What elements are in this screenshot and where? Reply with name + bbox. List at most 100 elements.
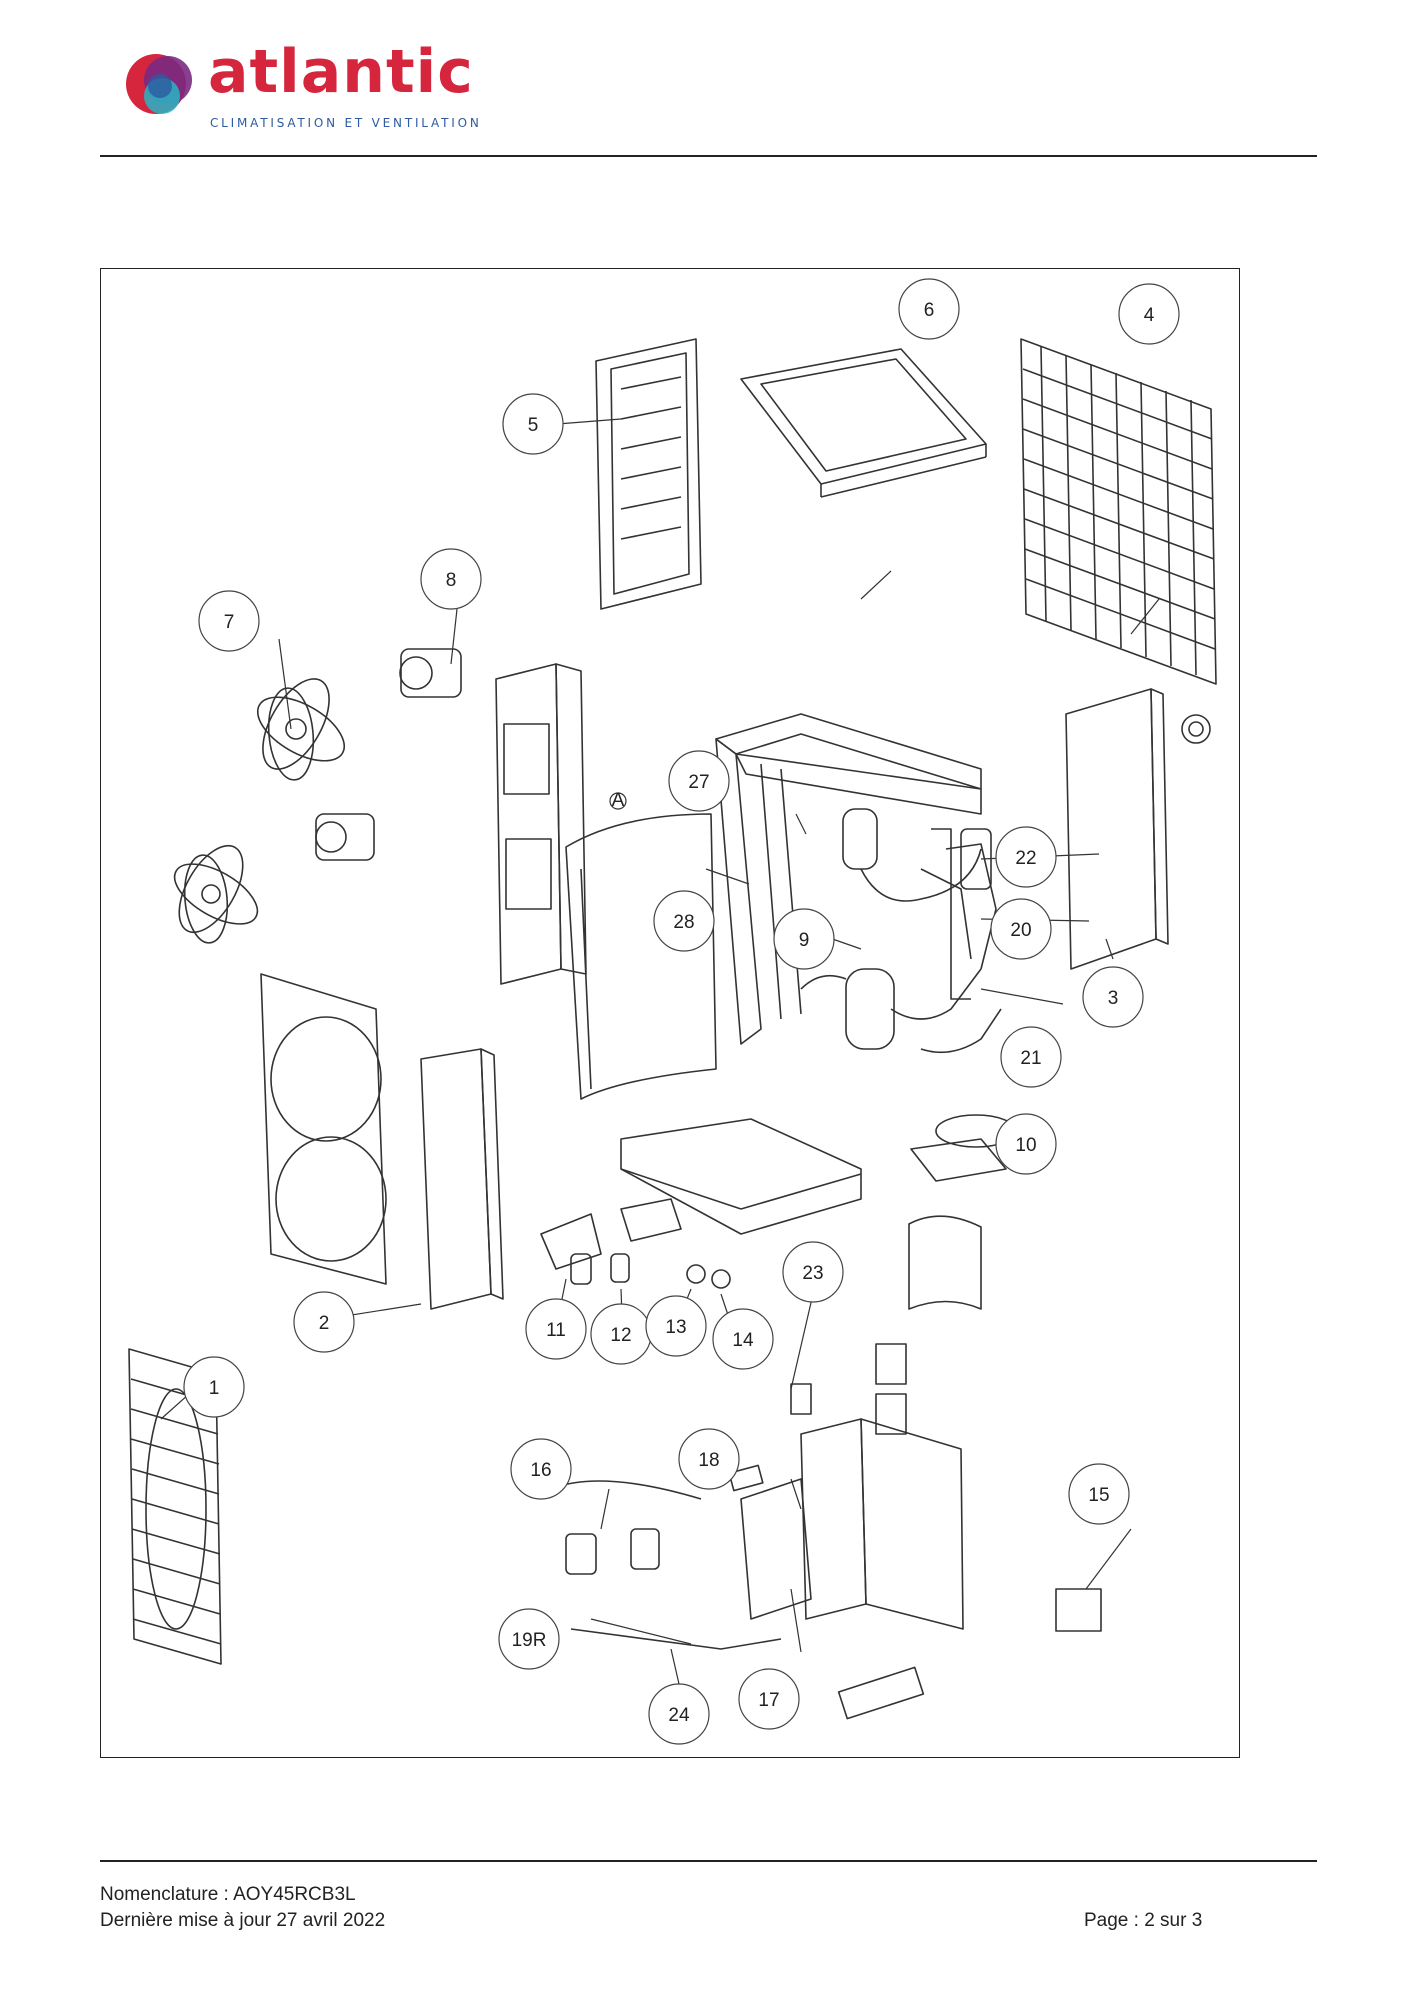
callout-22: 22	[995, 826, 1057, 888]
callout-label: 12	[610, 1325, 631, 1346]
part-side-panel-top	[595, 338, 702, 610]
callout-circle	[1118, 283, 1180, 345]
callout-15: 15	[1068, 1463, 1130, 1525]
callout-label: 4	[1144, 305, 1155, 326]
marker-a	[609, 792, 627, 810]
callout-circle	[183, 1356, 245, 1418]
callout-circle	[498, 1608, 560, 1670]
part-control-box	[790, 1343, 1102, 1720]
callout-9: 9	[773, 908, 835, 970]
footer-nomenclature: Nomenclature : AOY45RCB3L	[100, 1884, 356, 1905]
callout-circle	[995, 826, 1057, 888]
callout-label: 11	[546, 1320, 566, 1341]
callout-4: 4	[1118, 283, 1180, 345]
callout-circle	[1082, 966, 1144, 1028]
part-sensors-wiring	[550, 1464, 812, 1650]
callout-label: 19R	[512, 1630, 547, 1651]
callout-label: 22	[1015, 848, 1036, 869]
callout-label: 3	[1108, 988, 1119, 1009]
part-valve-pipes	[920, 828, 1002, 1054]
callout-circle	[1068, 1463, 1130, 1525]
callout-11: 11	[525, 1298, 587, 1360]
callout-label: 10	[1015, 1135, 1036, 1156]
callout-label: 6	[924, 300, 935, 321]
part-propeller-fans	[173, 678, 346, 944]
part-front-panel	[420, 1048, 504, 1310]
brand-logo: atlantic CLIMATISATION ET VENTILATION	[118, 37, 498, 134]
callout-circle	[990, 898, 1052, 960]
callout-label: 2	[319, 1313, 330, 1334]
callout-16: 16	[510, 1438, 572, 1500]
callout-17: 17	[738, 1668, 800, 1730]
callout-circle	[502, 393, 564, 455]
header-divider	[100, 155, 1317, 157]
callout-21: 21	[1000, 1026, 1062, 1088]
part-service-valves	[540, 1198, 731, 1289]
callout-18: 18	[678, 1428, 740, 1490]
callout-circle	[995, 1113, 1057, 1175]
part-top-cover	[740, 348, 987, 498]
callout-label: 7	[224, 612, 235, 633]
callout-label: 23	[802, 1263, 823, 1284]
callout-label: 28	[673, 912, 694, 933]
callout-circle	[525, 1298, 587, 1360]
callout-label: 16	[530, 1460, 551, 1481]
callout-circle	[198, 590, 260, 652]
part-condenser-coil	[715, 713, 982, 1045]
callout-label: 13	[665, 1317, 686, 1338]
callout-13: 13	[645, 1295, 707, 1357]
callout-14: 14	[712, 1308, 774, 1370]
callout-1: 1	[183, 1356, 245, 1418]
callout-label: 1	[209, 1378, 220, 1399]
part-base-tray	[620, 1118, 862, 1235]
callout-circle	[648, 1683, 710, 1745]
callout-circle	[738, 1668, 800, 1730]
callout-circle	[668, 750, 730, 812]
callout-circle	[773, 908, 835, 970]
callout-label: 20	[1010, 920, 1031, 941]
part-partition	[565, 813, 717, 1100]
footer-divider	[100, 1860, 1317, 1862]
callout-3: 3	[1082, 966, 1144, 1028]
callout-6: 6	[898, 278, 960, 340]
callout-circle	[782, 1241, 844, 1303]
callout-10: 10	[995, 1113, 1057, 1175]
callout-label: 17	[758, 1690, 779, 1711]
callout-label: 14	[732, 1330, 754, 1351]
callout-5: 5	[502, 393, 564, 455]
callout-circle	[653, 890, 715, 952]
callout-2: 2	[293, 1291, 355, 1353]
callout-label: 9	[799, 930, 810, 951]
callout-circle	[293, 1291, 355, 1353]
atlantic-logo-icon	[126, 54, 192, 114]
callout-circle	[898, 278, 960, 340]
callout-label: 18	[698, 1450, 719, 1471]
callout-23: 23	[782, 1241, 844, 1303]
callout-20: 20	[990, 898, 1052, 960]
brand-name: atlantic	[208, 37, 474, 107]
callout-19r: 19R	[498, 1608, 560, 1670]
part-rear-grille	[1020, 338, 1217, 685]
callout-27: 27	[668, 750, 730, 812]
callout-28: 28	[653, 890, 715, 952]
exploded-view-drawing: A 12345678910111213141516171819R20212223…	[128, 278, 1217, 1745]
part-compressor	[800, 808, 982, 1050]
callout-circle	[510, 1438, 572, 1500]
footer-updated: Dernière mise à jour 27 avril 2022	[100, 1910, 386, 1931]
footer-page-number: Page : 2 sur 3	[1084, 1910, 1203, 1931]
callout-circle	[678, 1428, 740, 1490]
callout-label: 27	[688, 772, 709, 793]
callout-8: 8	[420, 548, 482, 610]
part-fan-motors	[315, 648, 462, 861]
callout-circle	[645, 1295, 707, 1357]
callout-circle	[420, 548, 482, 610]
marker-a-label: A	[612, 790, 625, 811]
callout-label: 21	[1020, 1048, 1041, 1069]
part-front-frame	[260, 973, 387, 1285]
callout-circle	[1000, 1026, 1062, 1088]
callout-label: 15	[1088, 1485, 1109, 1506]
callout-label: 24	[668, 1705, 690, 1726]
brand-tagline: CLIMATISATION ET VENTILATION	[210, 116, 482, 130]
